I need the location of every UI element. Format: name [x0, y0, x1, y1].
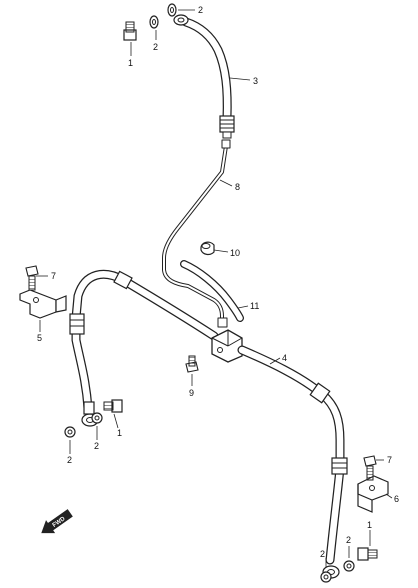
brake-hose-lower-left [69, 269, 219, 427]
callout-8: 8 [235, 182, 240, 192]
callout-9: 9 [189, 388, 194, 398]
callout-6: 6 [394, 494, 399, 504]
washer-right-a [320, 571, 332, 583]
bolt-7-left [25, 265, 39, 291]
washer-top-a [149, 15, 159, 29]
callout-5: 5 [37, 333, 42, 343]
callout-2-right-a: 2 [320, 549, 325, 559]
washer-right-b [343, 560, 355, 572]
hose-bracket-left [19, 289, 67, 319]
fwd-arrow-icon: FWD [41, 509, 73, 534]
pipe-protector [180, 260, 244, 322]
callout-2-top-b: 2 [198, 5, 203, 15]
callout-1-left: 1 [117, 428, 122, 438]
callout-2-top-a: 2 [153, 42, 158, 52]
callout-1-right: 1 [367, 520, 372, 530]
washer-top-b [167, 3, 177, 17]
washer-left-b [91, 412, 103, 424]
washer-left-a [64, 426, 76, 438]
callout-2-left-a: 2 [67, 455, 72, 465]
callout-7-right: 7 [387, 455, 392, 465]
leader-lines [36, 9, 393, 568]
callout-2-right-b: 2 [346, 535, 351, 545]
hose-bracket-right [357, 475, 389, 513]
callout-10: 10 [230, 248, 240, 258]
callout-2-left-b: 2 [94, 441, 99, 451]
brake-hose-lower-right [237, 345, 348, 579]
brake-hose-upper [173, 14, 235, 139]
callout-4: 4 [282, 353, 287, 363]
union-bolt-right [357, 547, 378, 561]
union-bolt-top [123, 21, 137, 41]
union-bolt-left [103, 399, 123, 413]
callout-3: 3 [253, 76, 258, 86]
brake-pipe [162, 139, 231, 328]
callout-7-left: 7 [51, 271, 56, 281]
brake-hose-joint [211, 329, 243, 363]
callout-1-top: 1 [128, 58, 133, 68]
bolt-7-right [363, 455, 377, 481]
pipe-clamp [200, 241, 215, 256]
bolt-9 [185, 355, 199, 373]
callout-11: 11 [250, 301, 259, 311]
